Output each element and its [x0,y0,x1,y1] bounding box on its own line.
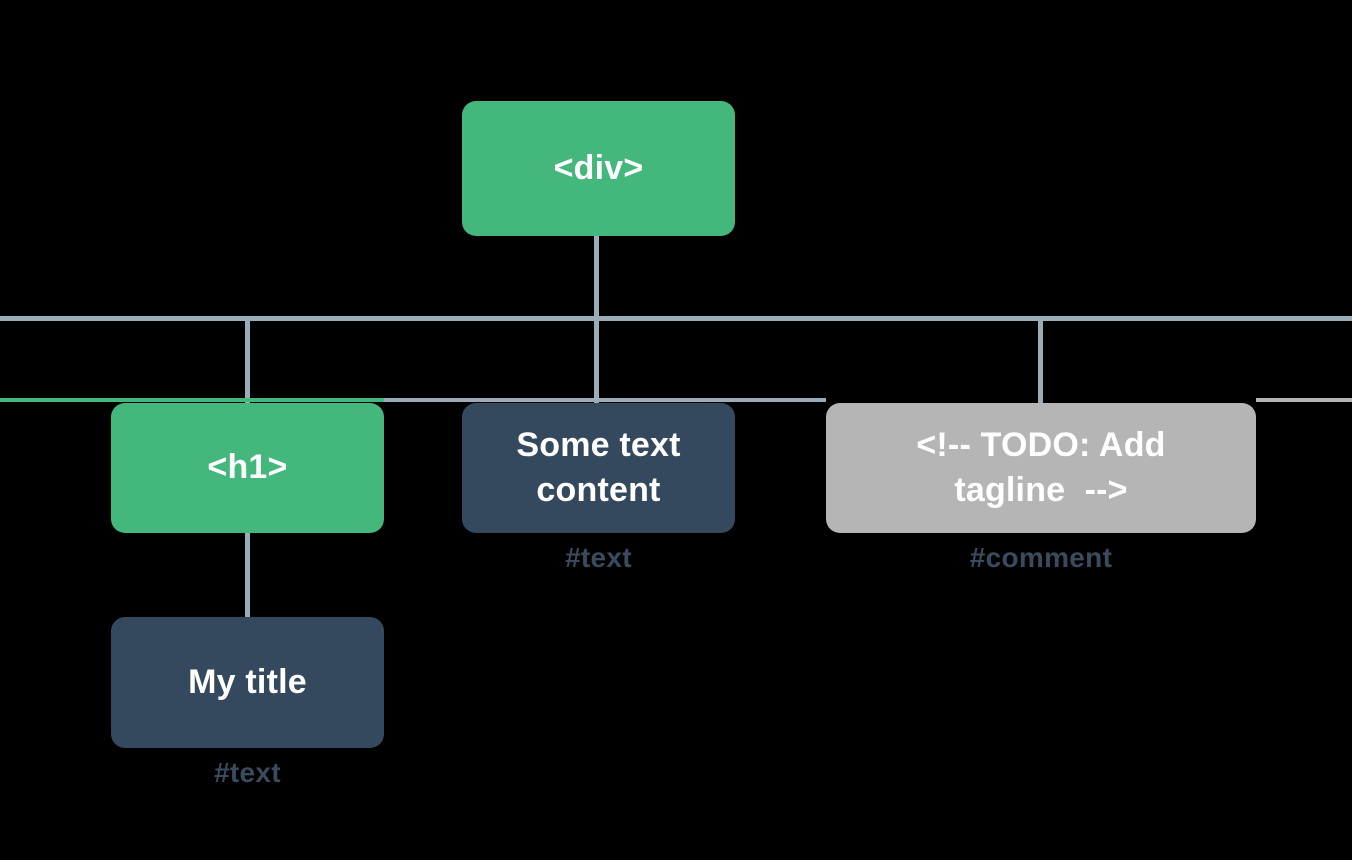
caption-comment: #comment [826,544,1256,572]
node-comment[interactable]: <!-- TODO: Add tagline --> [826,403,1256,533]
edge-h1-to-my-title-vertical [245,533,250,617]
node-my-title[interactable]: My title [111,617,384,748]
edge-accent-rail-left [0,398,462,402]
node-some-text[interactable]: Some text content [462,403,735,533]
node-h1-label: <h1> [207,448,288,487]
caption-my-title-label: #text [214,757,281,788]
node-some-text-label: Some text content [516,425,681,509]
node-my-title-label: My title [188,662,307,701]
node-h1[interactable]: <h1> [111,403,384,533]
node-comment-label: <!-- TODO: Add tagline --> [916,425,1166,509]
edge-div-to-comment-vertical [1038,320,1043,403]
edge-div-to-h1-vertical [245,320,250,403]
node-div-label: <div> [553,148,644,187]
caption-comment-label: #comment [969,542,1113,573]
edge-accent-rail-right [1256,398,1352,402]
edge-accent-rail-center [384,398,826,402]
node-div[interactable]: <div> [462,101,735,236]
caption-some-text-label: #text [565,542,632,573]
caption-my-title: #text [111,759,384,787]
edge-sibling-rail-horizontal [0,316,1352,321]
caption-some-text: #text [462,544,735,572]
